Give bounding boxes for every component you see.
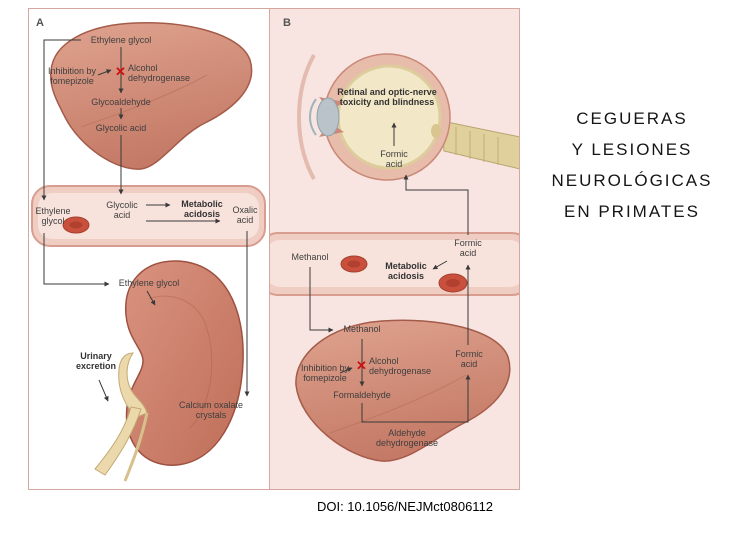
panel-a-ethylene-glycol: A Ethylene glycol Inhibition by fomepizo…: [29, 9, 269, 489]
label-glycoaldehyde: Glycoaldehyde: [91, 97, 151, 107]
label-inhibition-fomepizole-b: Inhibition by fomepizole: [300, 363, 350, 384]
label-alcohol-dehydrogenase-b: Alcohol dehydrogenase: [369, 356, 432, 377]
label-methanol-liver: Methanol: [343, 324, 381, 334]
label-methanol-vessel: Methanol: [291, 252, 329, 262]
annotation-line-4: EN PRIMATES: [564, 202, 700, 221]
panel-b-letter: B: [283, 17, 291, 29]
label-ethylene-glycol-kidney: Ethylene glycol: [118, 278, 180, 288]
kidney-illustration: [94, 260, 244, 482]
annotation-line-2: Y LESIONES: [571, 140, 693, 159]
label-calcium-oxalate-crystals: Calcium oxalate crystals: [178, 400, 244, 421]
label-metabolic-acidosis-b: Metabolic acidosis: [385, 261, 427, 282]
label-formaldehyde: Formaldehyde: [333, 390, 391, 400]
label-glycolic-acid-liver: Glycolic acid: [95, 123, 147, 133]
label-metabolic-acidosis-a: Metabolic acidosis: [181, 199, 223, 220]
doi-caption: DOI: 10.1056/NEJMct0806112: [316, 499, 494, 514]
label-ethylene-glycol-vessel: Ethylene glycol: [35, 206, 71, 227]
label-aldehyde-dehydrogenase: Aldehyde dehydrogenase: [375, 428, 439, 449]
label-formic-acid-eye: Formic acid: [380, 149, 408, 170]
label-ethylene-glycol-top: Ethylene glycol: [90, 35, 152, 45]
inhibition-x-icon-a: ✕: [115, 64, 126, 79]
handwritten-annotation: CEGUERAS Y LESIONES NEUROLÓGICAS EN PRIM…: [532, 103, 730, 227]
label-formic-acid-vessel: Formic acid: [454, 238, 482, 259]
metabolism-figure: A Ethylene glycol Inhibition by fomepizo…: [28, 8, 520, 490]
label-formic-acid-liver: Formic acid: [455, 349, 483, 370]
label-retinal-toxicity: Retinal and optic-nerve toxicity and bli…: [337, 87, 437, 108]
panel-a-letter: A: [36, 17, 44, 29]
blood-vessel-illustration: [31, 185, 266, 247]
eye-illustration: [297, 53, 519, 181]
panel-a-organ-illustrations: [31, 22, 266, 482]
annotation-line-1: CEGUERAS: [576, 109, 688, 128]
label-urinary-excretion: Urinary excretion: [75, 351, 117, 372]
label-alcohol-dehydrogenase-a: Alcohol dehydrogenase: [128, 63, 191, 84]
label-inhibition-fomepizole-a: Inhibition by fomepizole: [47, 66, 97, 87]
panel-b-methanol: B Retinal and optic-nerve toxicity and b…: [269, 9, 519, 489]
annotation-line-3: NEUROLÓGICAS: [551, 171, 713, 190]
label-glycolic-acid-vessel: Glycolic acid: [106, 200, 138, 221]
label-oxalic-acid: Oxalic acid: [232, 205, 258, 226]
inhibition-x-icon-b: ✕: [356, 358, 367, 373]
